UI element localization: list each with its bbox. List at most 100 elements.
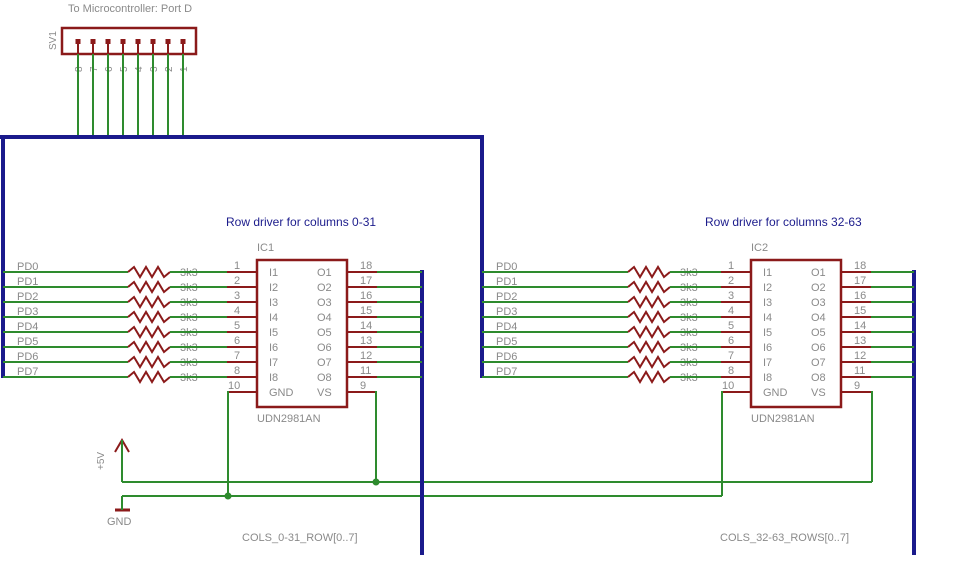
ic-pin-label: O4 [317,312,332,324]
resistor-symbol [627,325,671,339]
ic-pin-number: 14 [854,320,866,332]
resistor-symbol [127,295,171,309]
ic-pin-number: 11 [360,365,371,377]
ic-part-number: UDN2981AN [751,413,815,425]
ic-pin-number: 13 [854,335,866,347]
net-label: PD6 [496,351,517,363]
ic-pin-number: 3 [728,290,734,302]
connector-pin-head [105,39,111,44]
ic-pin-label: VS [317,387,332,399]
ic-reference: IC1 [257,242,274,254]
ic-pin-number: 17 [854,275,866,287]
resistor-symbol [127,310,171,324]
ic-pin-label: I2 [763,282,772,294]
net-label: PD4 [496,321,517,333]
resistor-symbol [127,325,171,339]
net-label: PD6 [17,351,38,363]
connector-pin-head [135,39,141,44]
resistor-symbol [127,265,171,279]
ic-pin-number: 2 [234,275,240,287]
net-label: PD0 [17,261,38,273]
connector-pin-head [180,39,186,44]
ic-pin-number: 10 [228,380,240,392]
ic-pin-number: 12 [360,350,372,362]
ic-pin-label: I8 [763,372,772,384]
driver-circuit: PD03k31I1O118PD13k32I2O217PD23k33I3O316P… [482,258,916,555]
bus-label: COLS_32-63_ROWS[0..7] [720,532,849,544]
ic-pin-number: 16 [854,290,866,302]
ic-body [749,258,843,409]
ic-pin-number: 15 [854,305,866,317]
ic-pin-label: O5 [811,327,826,339]
bus-label: COLS_0-31_ROW[0..7] [242,532,358,544]
resistor-symbol [127,280,171,294]
connector-pin-head [90,39,96,44]
driver-circuits: PD03k31I1O118PD13k32I2O217PD23k33I3O316P… [3,258,916,555]
driver-title: Row driver for columns 32-63 [705,215,862,229]
vcc-label: +5V [96,452,107,470]
ic-pin-number: 8 [728,365,734,377]
ic-pin-label: I4 [269,312,278,324]
ic-pin-number: 17 [360,275,372,287]
connector-pin-number: 6 [104,66,115,72]
ic-pin-label: I5 [763,327,772,339]
net-label: PD1 [17,276,38,288]
ic-pin-number: 18 [360,260,372,272]
connector-pin-number: 1 [179,66,190,72]
ic-pin-label: O2 [811,282,826,294]
resistor-symbol [127,370,171,384]
ic-pin-number: 14 [360,320,372,332]
driver-circuit: PD03k31I1O118PD13k32I2O217PD23k33I3O316P… [3,258,424,555]
gnd-net [227,391,229,496]
ic-pin-number: 11 [854,365,865,377]
net-label: PD3 [496,306,517,318]
net-label: PD2 [496,291,517,303]
resistor-symbol [627,280,671,294]
ic-pin-label: O6 [811,342,826,354]
ic-pin-label: I7 [269,357,278,369]
ic-pin-number: 5 [728,320,734,332]
ic-pin-number: 13 [360,335,372,347]
ic-pin-label: I6 [269,342,278,354]
ic-pin-label: O5 [317,327,332,339]
ic-reference: IC2 [751,242,768,254]
ic-pin-number: 1 [234,260,240,272]
ic-body [255,258,349,409]
ic-pin-label: GND [269,387,294,399]
net-label: PD0 [496,261,517,273]
driver-group-2: Row driver for columns 32-63 IC2 UDN2981… [705,215,862,544]
ic-pin-label: I5 [269,327,278,339]
resistor-symbol [127,340,171,354]
ic-pin-number: 4 [728,305,734,317]
net-label: PD4 [17,321,38,333]
ic-pin-label: I6 [763,342,772,354]
net-label: PD5 [17,336,38,348]
junction-dot [224,492,232,500]
ic-pin-label: I1 [763,267,772,279]
ic-pin-label: I1 [269,267,278,279]
ic-pin-label: GND [763,387,788,399]
connector-pin-head [120,39,126,44]
connector-pin-head [165,39,171,44]
junction-dot [372,478,380,486]
resistor-symbol [627,370,671,384]
vs-net [871,391,873,482]
ic-pin-number: 7 [728,350,734,362]
ic-part-number: UDN2981AN [257,413,321,425]
gnd-net [721,391,723,496]
ic-pin-number: 9 [854,380,860,392]
resistor-symbol [127,355,171,369]
ic-pin-label: O3 [317,297,332,309]
ic-pin-number: 4 [234,305,240,317]
ic-pin-number: 10 [722,380,734,392]
ic-pin-label: I7 [763,357,772,369]
connector-pin-number: 2 [164,66,175,72]
ic-pin-label: O1 [317,267,332,279]
ic-pin-label: O8 [811,372,826,384]
ic-pin-number: 15 [360,305,372,317]
net-label: PD1 [496,276,517,288]
connector-pin-head [150,39,156,44]
ic-pin-label: O1 [811,267,826,279]
port-d-bus [0,54,484,378]
net-label: PD5 [496,336,517,348]
